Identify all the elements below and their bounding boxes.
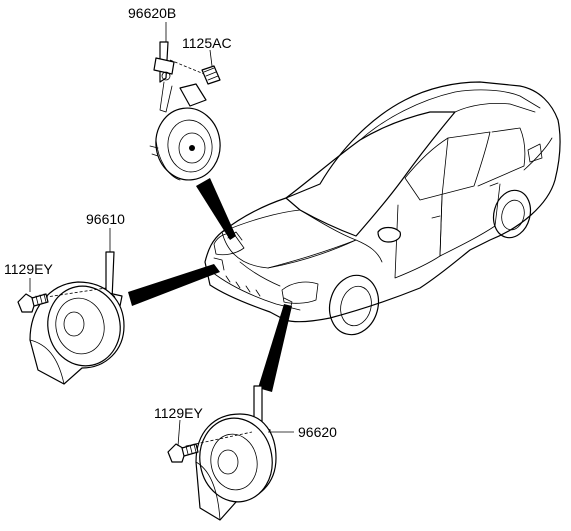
part-label-96620: 96620 bbox=[298, 424, 337, 440]
horn-high-icon bbox=[149, 41, 221, 181]
bolt-icon bbox=[169, 59, 221, 85]
leader-1125AC bbox=[209, 49, 213, 67]
part-label-1129EY-left: 1129EY bbox=[4, 261, 53, 277]
leader-1129EY-bottom bbox=[177, 419, 181, 447]
horn-low-icon bbox=[29, 251, 125, 385]
sedan-car-icon bbox=[204, 81, 561, 336]
bolt-icon bbox=[17, 287, 107, 313]
part-label-96610: 96610 bbox=[86, 211, 125, 227]
bolt-icon bbox=[167, 431, 253, 463]
pointer-wedge-bottom bbox=[258, 304, 292, 392]
horn-icon bbox=[195, 385, 277, 521]
part-label-1125AC: 1125AC bbox=[182, 35, 232, 51]
part-label-96620B: 96620B bbox=[128, 5, 176, 21]
pointer-wedge-top bbox=[196, 178, 236, 240]
part-label-1129EY-bottom: 1129EY bbox=[154, 405, 203, 421]
pointer-wedge-left bbox=[128, 264, 220, 306]
